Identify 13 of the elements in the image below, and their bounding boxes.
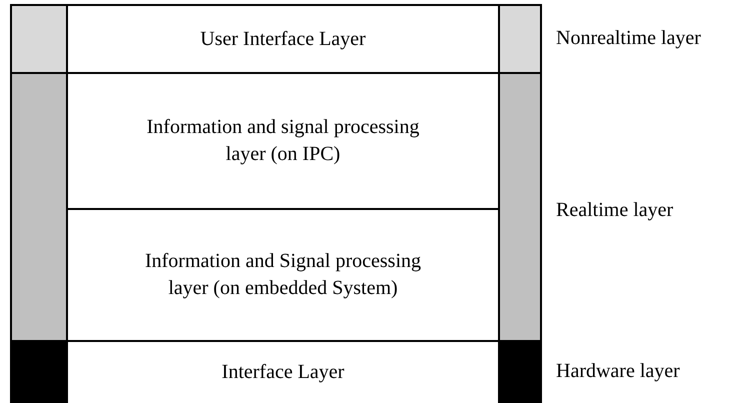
layer-title: Interface Layer — [220, 360, 346, 385]
layer-band — [498, 340, 542, 403]
layer-category-label: Hardware layer — [556, 360, 680, 383]
layer-band — [498, 4, 542, 74]
layer-band — [10, 72, 68, 342]
layer-band — [498, 72, 542, 342]
layer-title: Information and signal processing layer (on IPC) — [146, 115, 420, 167]
layer-category-label: Realtime layer — [556, 199, 674, 222]
layer-band — [10, 4, 68, 74]
layer-title: Information and Signal processing layer (on embedded System) — [144, 249, 422, 301]
layer-band — [10, 340, 68, 403]
layer-title: User Interface Layer — [199, 26, 367, 52]
layer-category-label: Nonrealtime layer — [556, 27, 701, 50]
